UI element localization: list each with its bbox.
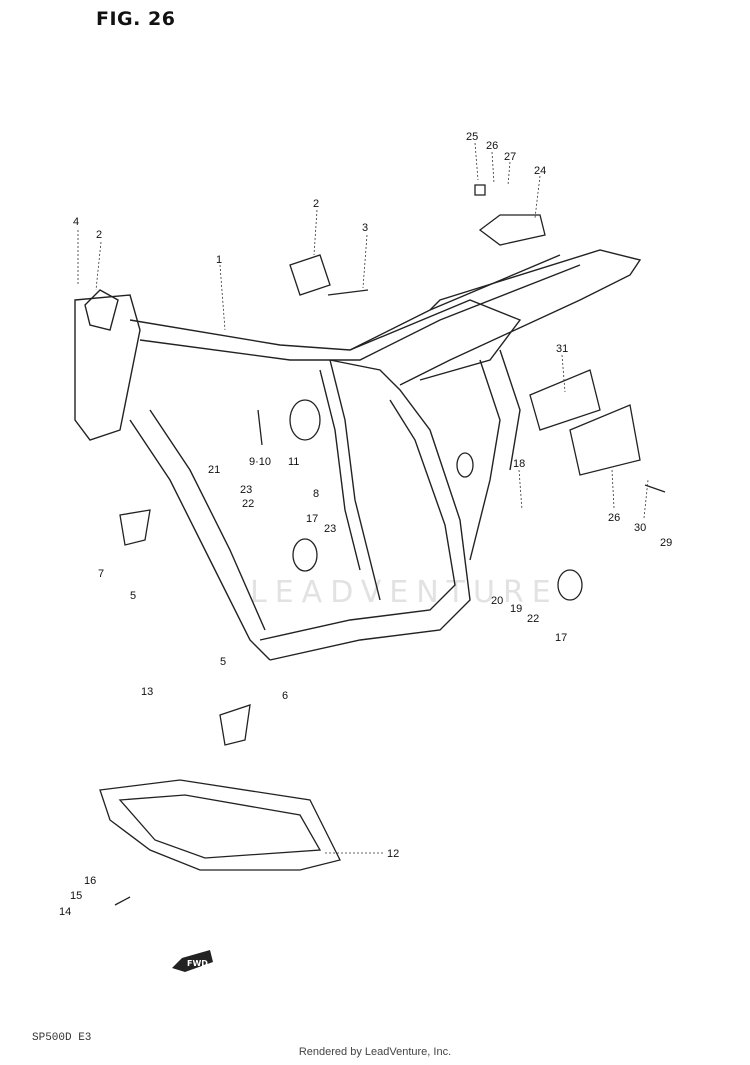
callout: 4 (73, 216, 79, 228)
callout: 25 (466, 131, 478, 143)
leader-lines (77, 142, 649, 854)
callout: 13 (141, 686, 153, 698)
callout: 21 (208, 464, 220, 476)
callout: 12 (387, 848, 399, 860)
callout: 26 (486, 140, 498, 152)
callout: 14 (59, 906, 71, 918)
watermark: LEADVENTURE (250, 575, 559, 610)
callout: 2 (313, 198, 319, 210)
callout: 19 (510, 603, 522, 615)
callout: 23 (240, 484, 252, 496)
callout: 9·10 (249, 456, 271, 468)
fwd-label: FWD (187, 959, 208, 968)
figure-title: FIG. 26 (96, 8, 176, 30)
callout: 11 (288, 456, 299, 468)
callout: 2 (96, 229, 102, 241)
callout: 27 (504, 151, 516, 163)
callout: 15 (70, 890, 82, 902)
callout: 24 (534, 165, 546, 177)
callout: 5 (130, 590, 136, 602)
footer-credit: Rendered by LeadVenture, Inc. (298, 1046, 452, 1058)
callout: 8 (313, 488, 319, 500)
callout: 18 (513, 458, 525, 470)
callout: 17 (306, 513, 318, 525)
callout: 1 (216, 254, 222, 266)
callout: 16 (84, 875, 96, 887)
callout: 26 (608, 512, 620, 524)
callout: 23 (324, 523, 336, 535)
model-code: SP500D E3 (32, 1032, 92, 1044)
callout: 22 (242, 498, 254, 510)
callout: 6 (282, 690, 288, 702)
callout: 30 (634, 522, 646, 534)
callout-numbers: 25 26 27 24 4 2 2 3 1 31 9·10 11 8 18 21… (59, 131, 672, 918)
callout: 22 (527, 613, 539, 625)
callout: 29 (660, 537, 672, 549)
callout: 31 (556, 343, 568, 355)
callout: 5 (220, 656, 226, 668)
callout: 7 (98, 568, 104, 580)
callout: 3 (362, 222, 368, 234)
callout: 17 (555, 632, 567, 644)
frame-drawing (74, 184, 666, 906)
fwd-arrow-icon: FWD (172, 950, 213, 972)
callout: 20 (491, 595, 503, 607)
